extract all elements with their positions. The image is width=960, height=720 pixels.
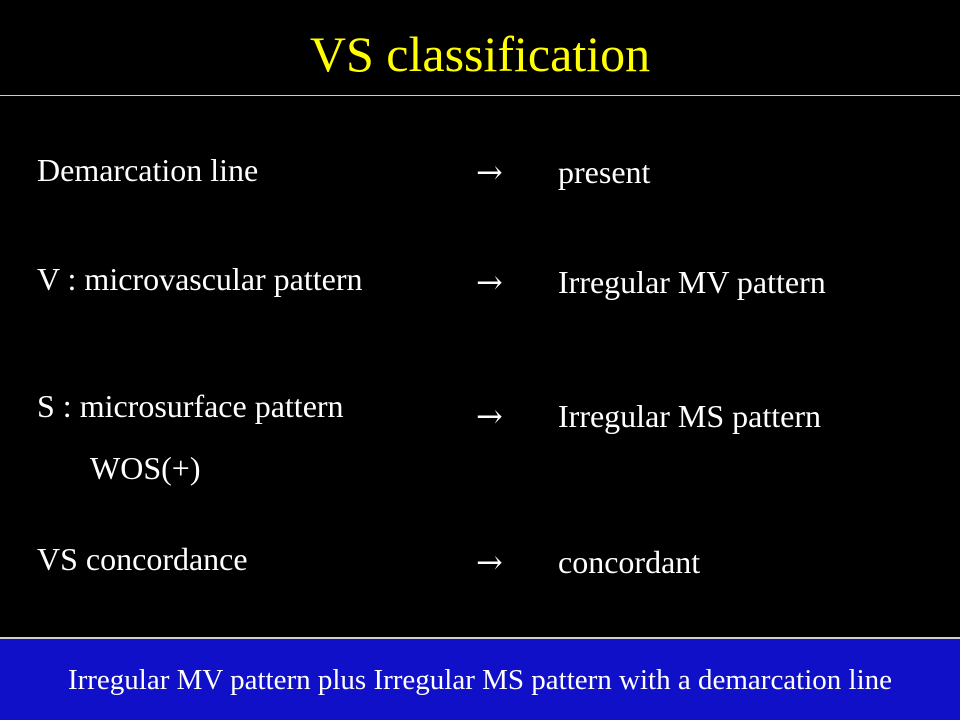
row-label-microsurface-pattern: S : microsurface pattern — [37, 388, 344, 424]
footer-banner: Irregular MV pattern plus Irregular MS p… — [0, 639, 960, 720]
row-value-demarcation-line: present — [558, 154, 651, 190]
row-sublabel-wos: WOS(+) — [90, 450, 201, 486]
row-value-microsurface-pattern: Irregular MS pattern — [558, 398, 822, 434]
footer-divider — [0, 637, 960, 639]
right-arrow-icon: → — [476, 397, 503, 435]
right-arrow-icon: → — [476, 263, 503, 301]
row-label-vs-concordance: VS concordance — [37, 541, 248, 577]
footer-summary-text: Irregular MV pattern plus Irregular MS p… — [67, 663, 893, 696]
title-divider — [0, 95, 960, 96]
slide-title: VS classification — [309, 26, 651, 82]
row-value-vs-concordance: concordant — [558, 544, 701, 580]
right-arrow-icon: → — [476, 153, 503, 191]
row-label-demarcation-line: Demarcation line — [37, 152, 259, 188]
row-label-microvascular-pattern: V : microvascular pattern — [37, 261, 363, 297]
right-arrow-icon: → — [476, 543, 503, 581]
row-value-microvascular-pattern: Irregular MV pattern — [558, 264, 826, 300]
